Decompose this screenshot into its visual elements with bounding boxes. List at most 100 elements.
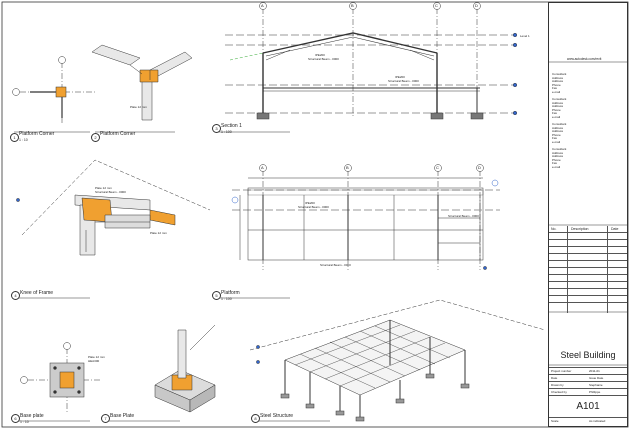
view-title-platform-corner-1: Platform Corner: [19, 131, 55, 137]
rev-desc-header: Description: [571, 227, 589, 231]
view-scale: 1 : 100: [221, 130, 232, 134]
website-text: www.autodesk.com/revit: [567, 57, 602, 61]
consultant-email: e-mail: [552, 139, 561, 144]
revision-row: [549, 281, 627, 289]
consultant-email: e-mail: [552, 89, 561, 94]
base-plate-3d-view: [105, 324, 216, 422]
drawn-by-row: Drawn by Stephanie: [549, 381, 627, 389]
consultant-email: e-mail: [552, 164, 561, 169]
consultant-label: Consultant: [552, 147, 567, 151]
consultant-fax: Fax: [552, 86, 558, 91]
consultant-block: Consultant Address Address Phone Fax e-m…: [552, 122, 567, 145]
section-view: [215, 2, 518, 133]
beam-mark: Structural Beam - 0000: [388, 79, 419, 83]
consultant-phone: Phone: [552, 107, 561, 112]
consultant-address: Address: [552, 104, 564, 109]
revision-row: [549, 239, 627, 247]
consultant-fax: Fax: [552, 111, 558, 116]
beam-mark: Structural Beam - 0000: [298, 205, 329, 209]
drawn-by-value: Stephanie: [589, 383, 603, 387]
project-number-row: Project number 2011-01: [549, 367, 627, 375]
base-plate-plan-view: [15, 342, 100, 422]
consultant-address: Address: [552, 79, 564, 84]
view-number-bubble: 8: [251, 414, 260, 423]
beam-mark: Structural Beam - 0000: [320, 263, 351, 267]
revision-table: No. Description Date: [549, 226, 627, 313]
grid-label: C: [435, 3, 438, 8]
view-title-section: Section 1: [221, 123, 242, 129]
view-scale: 1 : 10: [19, 138, 28, 142]
project-number-value: 2011-01: [589, 369, 600, 373]
view-title-platform: Platform: [221, 290, 240, 296]
grid-label: A: [261, 3, 264, 8]
view-scale: 1 : 10: [20, 420, 29, 424]
scale-value: As indicated: [589, 419, 606, 423]
consultant-phone: Phone: [552, 132, 561, 137]
revision-row: [549, 267, 627, 275]
beam-tag: IPE200: [305, 201, 315, 205]
consultant-phone: Phone: [552, 157, 561, 162]
view-title-structure: Steel Structure: [260, 413, 294, 419]
consultant-address: Address: [552, 100, 564, 105]
view-title-knee: Knee of Frame: [20, 290, 54, 296]
plate-tag: Plate 12 mm: [130, 105, 147, 109]
revision-row: [549, 295, 627, 303]
consultant-label: Consultant: [552, 72, 567, 76]
consultant-address: Address: [552, 75, 564, 80]
date-value: Issue Date: [589, 376, 604, 380]
platform-plan-view: [215, 164, 500, 299]
scale-label: Scale: [551, 419, 559, 423]
consultant-block: Consultant Address Address Phone Fax e-m…: [552, 72, 567, 95]
view-number-bubble: 7: [101, 414, 110, 423]
scale-row: Scale As indicated: [549, 417, 627, 427]
checked-by-row: Checked by Phillippe: [549, 388, 627, 396]
checked-by-value: Phillippe: [589, 390, 601, 394]
consultant-fax: Fax: [552, 161, 558, 166]
grid-label: D: [478, 165, 481, 170]
grid-label: B: [346, 165, 349, 170]
plate-tag: Plate 12 mm: [95, 186, 112, 190]
sheet-number-row: A101: [549, 395, 627, 418]
sheet-number: A101: [576, 401, 600, 412]
plate-tag: Plate 12 mm: [150, 231, 167, 235]
revision-row: [549, 302, 627, 310]
grid-label: B: [351, 3, 354, 8]
consultant-fax: Fax: [552, 136, 558, 141]
revision-row: [549, 274, 627, 282]
date-row: Date Issue Date: [549, 374, 627, 382]
consultant-address: Address: [552, 154, 564, 159]
consultant-phone: Phone: [552, 82, 561, 87]
revision-row: [549, 253, 627, 261]
consultant-address: Address: [552, 125, 564, 130]
revision-row: [549, 288, 627, 296]
view-title-base-plate-1: Base plate: [20, 413, 44, 419]
consultant-block: Consultant Address Address Phone Fax e-m…: [552, 147, 567, 170]
view-title-platform-corner-2: Platform Corner: [100, 131, 136, 137]
consultant-address: Address: [552, 150, 564, 155]
beam-mark: Structural Beam - 0000: [308, 57, 339, 61]
beam-mark: Structural Beam - 0000: [448, 214, 479, 218]
revision-row: [549, 260, 627, 268]
view-title-base-plate-2: Base Plate: [110, 413, 135, 419]
project-name: Steel Building: [560, 350, 616, 360]
consultant-label: Consultant: [552, 122, 567, 126]
knee-of-frame-view: [15, 159, 211, 299]
column-tag: HEA300: [88, 359, 100, 363]
plate-tag: Plate 12 mm: [88, 355, 105, 359]
platform-corner-3d-view: [91, 44, 193, 133]
platform-corner-plan-view: [12, 56, 95, 133]
consultant-block: Consultant Address Address Phone Fax e-m…: [552, 97, 566, 120]
drawn-by-label: Drawn by: [551, 383, 564, 387]
rev-date-header: Date: [611, 227, 619, 231]
view-number-bubble: 6: [11, 414, 20, 423]
revision-row: [549, 246, 627, 254]
rev-no-header: No.: [551, 227, 557, 231]
view-number-bubble: 1: [10, 133, 19, 142]
date-label: Date: [551, 376, 558, 380]
consultant-address: Address: [552, 129, 564, 134]
grid-label: D: [475, 3, 478, 8]
view-number-bubble: 4: [11, 291, 20, 300]
view-number-bubble: 2: [91, 133, 100, 142]
